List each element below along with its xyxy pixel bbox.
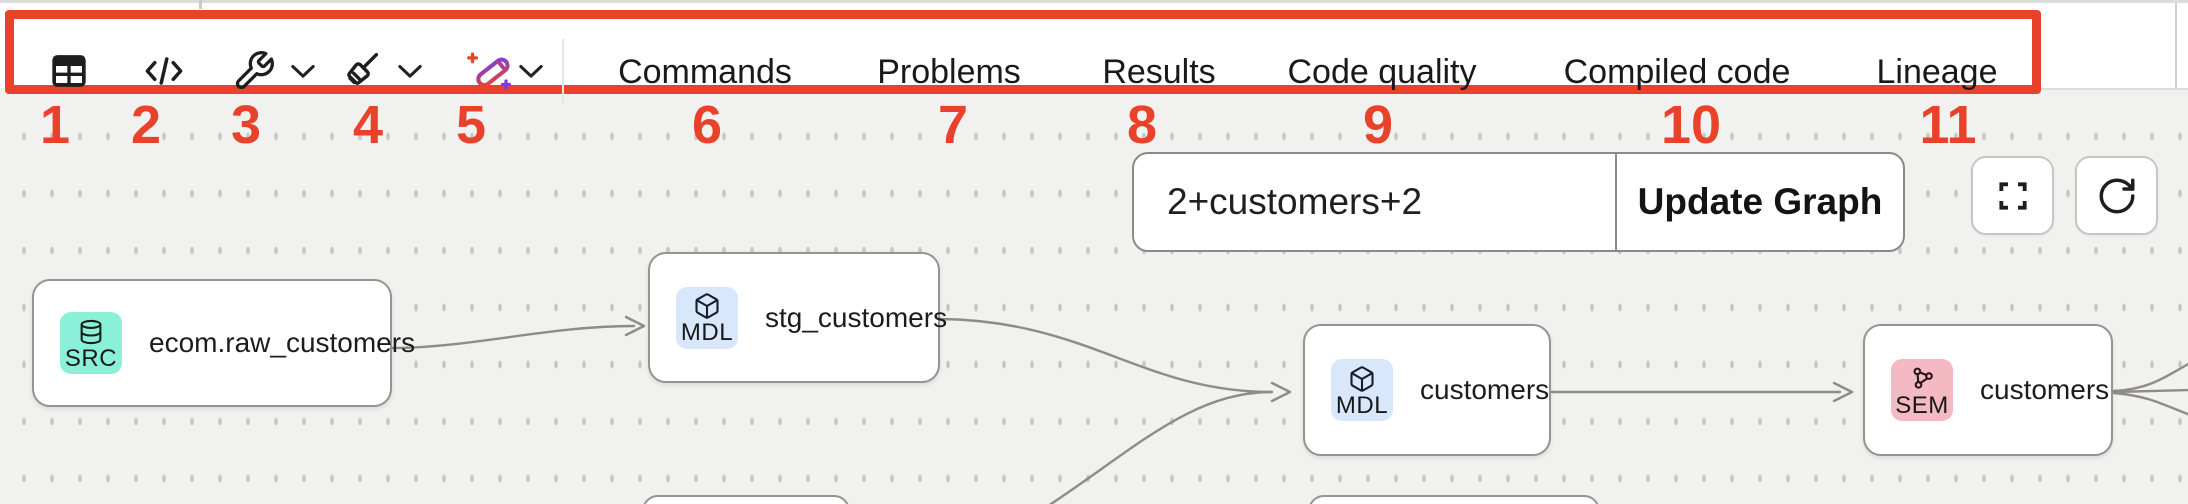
- top-tab-divider-tick: [199, 0, 202, 9]
- node-customers-mdl[interactable]: MDL customers: [1303, 324, 1551, 456]
- tab-compiled-code[interactable]: Compiled code: [1563, 53, 1791, 91]
- chevron-down-icon: [291, 65, 315, 78]
- annotation-number-3: 3: [230, 95, 262, 155]
- badge-label: SEM: [1895, 391, 1949, 419]
- table-button[interactable]: [38, 38, 100, 104]
- broom-button[interactable]: [333, 38, 389, 104]
- cube-icon: [1350, 365, 1374, 392]
- header-right-spacer: [2041, 3, 2188, 90]
- lineage-filter-input[interactable]: 2+customers+2: [1134, 154, 1617, 250]
- wrench-button[interactable]: [226, 38, 282, 104]
- refresh-icon: [2099, 178, 2134, 213]
- annotation-number-8: 8: [1126, 95, 1158, 155]
- node-partial-bottom-left[interactable]: [642, 495, 850, 504]
- tab-results[interactable]: Results: [1102, 53, 1216, 91]
- badge-label: SRC: [64, 344, 118, 372]
- scrollbar-edge: [2175, 3, 2177, 88]
- badge-label: MDL: [1335, 391, 1389, 419]
- code-button[interactable]: [132, 38, 196, 104]
- tab-problems[interactable]: Problems: [877, 53, 1021, 91]
- magic-wand-button[interactable]: [462, 38, 520, 104]
- node-label: ecom.raw_customers: [149, 327, 416, 358]
- tab-lineage[interactable]: Lineage: [1876, 53, 1998, 91]
- broom-icon: [347, 52, 379, 85]
- chevron-down-icon: [519, 65, 543, 78]
- wrench-dropdown[interactable]: [289, 38, 317, 104]
- badge-label: MDL: [680, 319, 734, 346]
- lineage-filter-bar: 2+customers+2 Update Graph: [1132, 152, 1905, 252]
- node-label: customers: [1420, 374, 1550, 405]
- node-ecom-raw-customers[interactable]: SRC ecom.raw_customers: [32, 279, 415, 407]
- fullscreen-button[interactable]: [1971, 156, 2054, 235]
- annotation-number-2: 2: [130, 95, 162, 155]
- magic-wand-icon: [467, 52, 512, 90]
- tab-commands[interactable]: Commands: [618, 53, 792, 91]
- annotation-number-6: 6: [691, 95, 723, 155]
- wrench-icon: [235, 51, 274, 90]
- annotated-toolbar: Commands Problems Results Code quality C…: [5, 10, 2041, 104]
- annotation-number-5: 5: [455, 95, 487, 155]
- fullscreen-icon: [1998, 181, 2027, 210]
- refresh-button[interactable]: [2075, 156, 2158, 235]
- database-icon: [80, 319, 102, 344]
- tab-code-quality[interactable]: Code quality: [1287, 53, 1477, 91]
- node-type-badge: SEM: [1891, 359, 1953, 421]
- node-label: stg_customers: [765, 301, 948, 333]
- table-icon: [52, 55, 86, 87]
- top-divider: [0, 0, 2188, 3]
- code-icon: [145, 57, 183, 85]
- cube-icon: [695, 293, 719, 319]
- toolbar-divider: [562, 39, 564, 104]
- node-label: customers: [1980, 374, 2110, 405]
- node-stg-customers[interactable]: MDL stg_customers: [648, 252, 947, 383]
- magic-wand-dropdown[interactable]: [517, 38, 545, 104]
- annotation-number-1: 1: [39, 95, 71, 155]
- annotation-number-10: 10: [1660, 95, 1722, 155]
- chevron-down-icon: [398, 65, 422, 78]
- broom-dropdown[interactable]: [396, 38, 424, 104]
- node-type-badge: MDL: [1331, 359, 1393, 421]
- annotation-number-9: 9: [1362, 95, 1394, 155]
- node-customers-sem[interactable]: SEM customers: [1863, 324, 2113, 456]
- node-type-badge: MDL: [676, 286, 738, 349]
- node-type-badge: SRC: [60, 312, 122, 374]
- node-partial-bottom-right[interactable]: [1308, 495, 1600, 504]
- annotation-number-11: 11: [1919, 95, 1977, 155]
- annotation-number-4: 4: [352, 95, 384, 155]
- update-graph-button[interactable]: Update Graph: [1637, 181, 1883, 222]
- semantic-model-icon: [1913, 367, 1933, 389]
- annotation-number-7: 7: [937, 95, 969, 155]
